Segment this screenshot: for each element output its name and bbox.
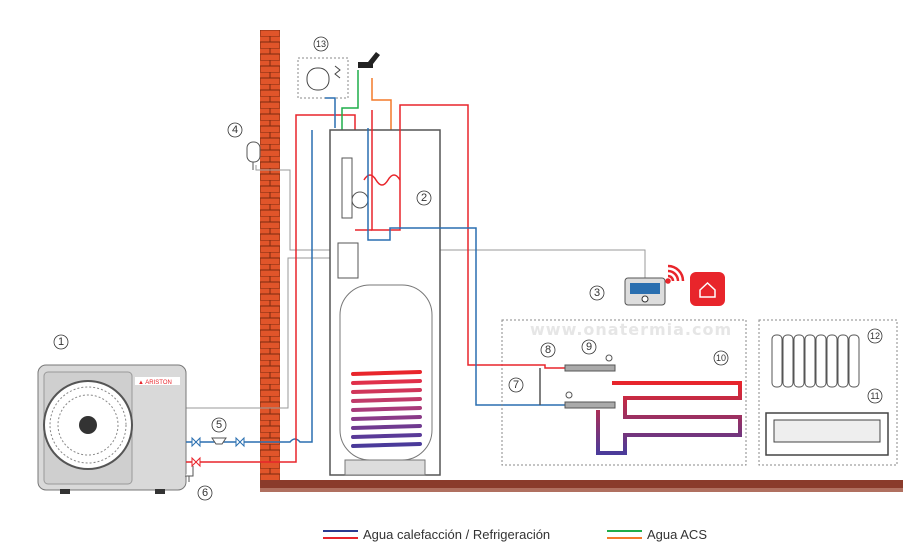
callout-2: 2 <box>421 192 427 204</box>
wifi-signal-icon <box>665 264 685 284</box>
app-icon <box>690 272 725 306</box>
brick-wall <box>260 30 280 482</box>
callout-9: 9 <box>586 341 592 353</box>
callout-13: 13 <box>316 39 326 49</box>
tank-coil <box>351 370 422 448</box>
callout-1: 1 <box>58 336 64 348</box>
callout-10: 10 <box>716 353 726 363</box>
dhw-expansion-group <box>297 57 349 99</box>
expansion-vessel <box>246 141 261 170</box>
tank-internal-pipes <box>355 104 545 406</box>
outdoor-heat-pump-unit: ▲ ARISTON <box>37 364 187 494</box>
radiator <box>771 334 860 388</box>
underfloor-loop <box>596 381 742 455</box>
legend-swatch-heating <box>323 530 358 539</box>
callout-3: 3 <box>594 287 600 299</box>
watermark: www.onatermia.com <box>530 320 732 339</box>
manifolds <box>564 354 616 409</box>
callout-6: 6 <box>202 487 208 499</box>
legend: Agua calefacción / Refrigeración Agua AC… <box>323 527 707 542</box>
fan-coil-unit <box>765 412 889 456</box>
callout-8: 8 <box>545 344 551 356</box>
callout-numbers <box>53 36 883 501</box>
radiator-zone <box>758 319 898 466</box>
hot-water-cylinder <box>329 129 441 476</box>
legend-swatch-dhw <box>607 530 642 539</box>
legend-label-heating: Agua calefacción / Refrigeración <box>363 527 550 542</box>
valves <box>185 436 245 482</box>
outdoor-pipes <box>186 114 356 463</box>
callout-12: 12 <box>870 331 880 341</box>
callout-7: 7 <box>513 379 519 391</box>
faucet-icon <box>358 52 380 68</box>
callout-5: 5 <box>216 419 222 431</box>
callout-4: 4 <box>232 124 238 136</box>
underfloor-heating-zone <box>501 319 747 466</box>
legend-label-dhw: Agua ACS <box>647 527 707 542</box>
svg-text:▲ ARISTON: ▲ ARISTON <box>138 380 172 386</box>
callout-11: 11 <box>870 391 879 401</box>
room-thermostat <box>624 277 666 306</box>
control-wiring <box>185 165 646 409</box>
